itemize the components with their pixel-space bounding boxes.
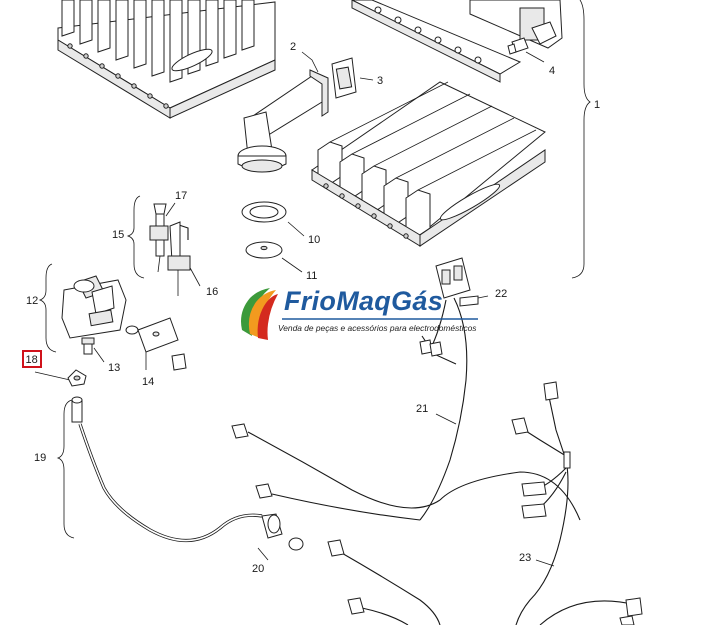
callout-16: 16 [206,286,218,298]
logo-brand-text: FrioMaqGás [284,286,444,316]
callout-11: 11 [306,270,317,282]
thermocouple-19 [71,396,263,543]
gas-manifold-rail [351,0,563,83]
thermocouple-nut-20 [261,513,304,551]
callout-17: 17 [175,190,187,202]
electrode-17 [149,203,169,273]
callout-13: 13 [108,362,120,374]
logo-emblem-icon [241,288,278,340]
wire-harness-23 [327,381,643,625]
logo-underline [282,318,478,320]
callout-12: 12 [26,295,38,307]
wire-harness-21 [231,297,581,521]
callout-1: 1 [594,99,600,111]
friomaqgas-logo: FrioMaqGás Venda de peças e acessórios p… [236,284,496,342]
callout-22: 22 [495,288,507,300]
ignition-unit-22 [435,257,479,307]
callout-18: 18 [26,354,38,366]
callout-23: 23 [519,552,531,564]
bracket-14 [125,317,187,371]
callout-14: 14 [142,376,154,388]
callout-4: 4 [549,65,555,77]
logo-tagline: Venda de peças e acessórios para electro… [278,323,477,333]
electrode-16 [167,221,191,296]
nut-18 [67,369,87,387]
callout-10: 10 [308,234,320,246]
burner-block-right [311,81,546,247]
callout-18-highlight: 18 [22,350,42,368]
callout-15: 15 [112,229,124,241]
burner-block-left [57,0,276,119]
filter-disc-11 [245,241,283,259]
injector-4 [507,37,529,55]
gas-pipe-2 [237,69,329,173]
seal-ring-10 [241,201,287,223]
gasket-3 [331,57,357,99]
callout-3: 3 [377,75,383,87]
callout-21: 21 [416,403,428,415]
callout-labels: 1 2 3 4 10 11 12 13 14 15 16 17 18 19 20… [22,41,600,575]
callout-20: 20 [252,563,264,575]
pilot-burner-12 [61,275,127,339]
callout-19: 19 [34,452,46,464]
callout-2: 2 [290,41,296,53]
screw-13 [81,337,95,355]
